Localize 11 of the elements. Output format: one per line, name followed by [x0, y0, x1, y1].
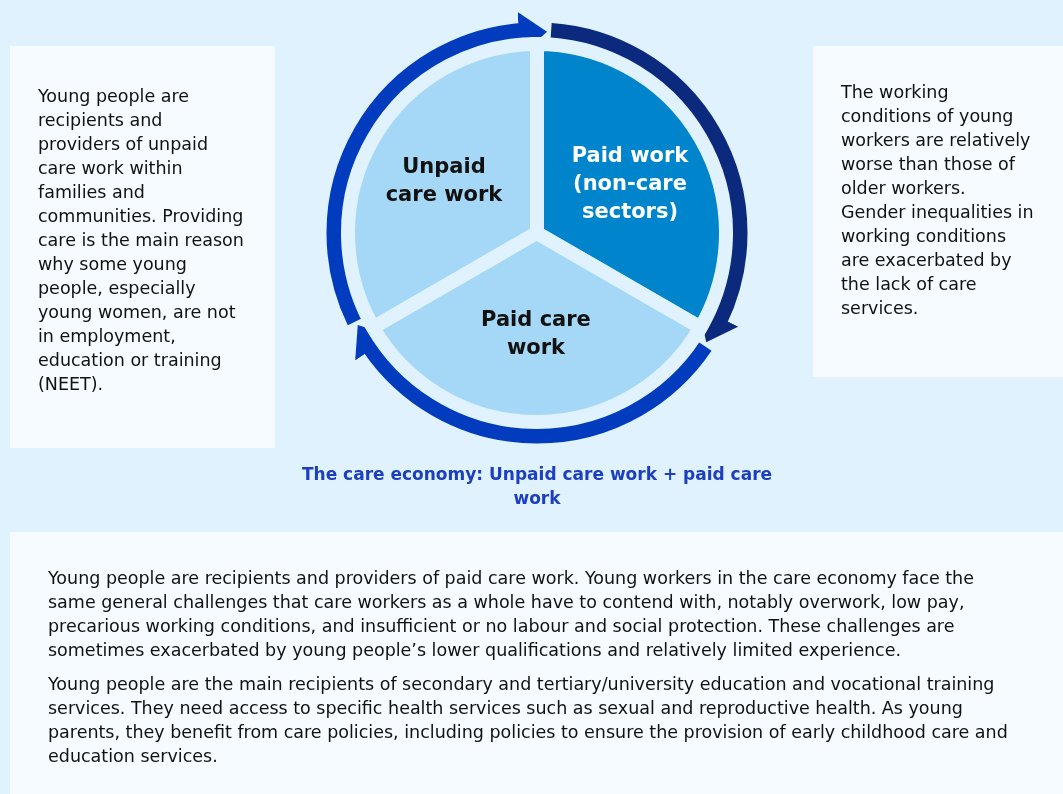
paragraph: Young people are recipients and providers of unpaid care work within families and communities. Providing care is the main reason why some young people, especially young women, are not in employment, education or training (NEET).	[38, 85, 245, 396]
paragraph: Young people are recipients and providers of paid care work. Young workers in the care economy face the same general challenges that care workers as a whole have to contend with, notably overwork, low pay, precarious working conditions, and insufficient or no labour and social protection. These challenges are sometimes exacerbated by young people’s lower qualifications and relatively limited experience.	[48, 567, 975, 662]
curved-arrow	[549, 23, 748, 343]
sector-label: Paid work (non-care sectors)	[570, 142, 690, 225]
paragraph: Young people are the main recipients of secondary and tertiary/university education and vocational training services. They need access to specific health services such as sexual and reproductive health. As young parents, they benefit from care policies, including policies to ensure the provision of early childhood care and education services.	[48, 673, 1009, 768]
curved-arrow	[326, 12, 547, 325]
sector-label: Unpaid care work	[384, 153, 504, 208]
paragraph: The working conditions of young workers are relatively worse than those of older workers. Gender inequalities in working conditions are exacerbated by the lack of care services.	[841, 81, 1035, 320]
curved-arrow	[356, 325, 712, 444]
sector-label: Paid care work	[481, 306, 591, 361]
caption: The care economy: Unpaid care work + paid care work	[300, 463, 774, 510]
